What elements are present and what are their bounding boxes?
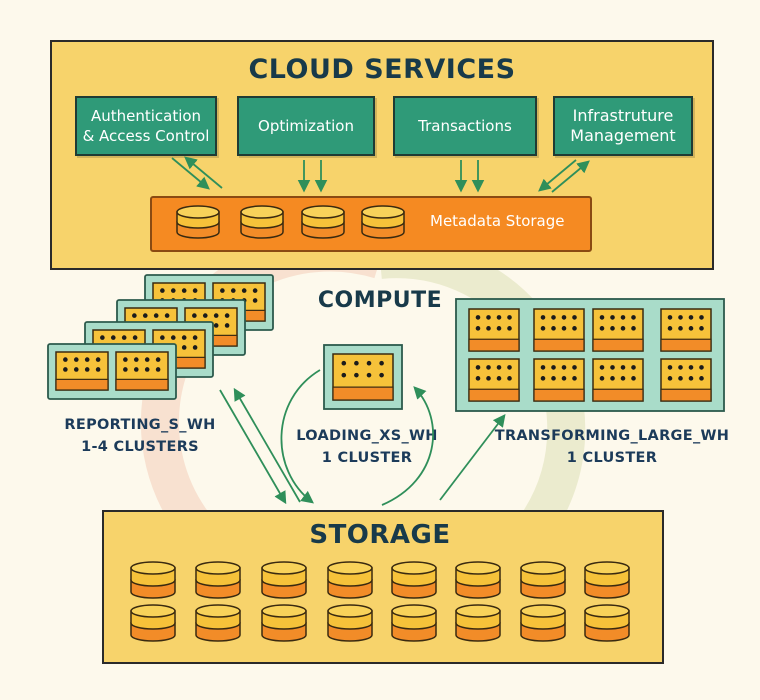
warehouse-name: TRANSFORMING_LARGE_WH bbox=[494, 428, 730, 444]
loading-warehouse-label: LOADING_XS_WH 1 CLUSTER bbox=[272, 425, 462, 469]
metadata-database-icon bbox=[240, 205, 284, 239]
arrow-infra-to-metadata bbox=[538, 159, 577, 192]
compute-node-icon bbox=[332, 353, 394, 401]
storage-database-icon bbox=[391, 561, 437, 599]
service-label-line2: & Access Control bbox=[82, 127, 210, 145]
warehouse-clusters: 1 CLUSTER bbox=[566, 450, 658, 466]
storage-database-icon bbox=[584, 604, 630, 642]
storage-database-icon bbox=[584, 561, 630, 599]
storage-database-icon bbox=[327, 561, 373, 599]
warehouse-clusters: 1 CLUSTER bbox=[321, 450, 413, 466]
compute-node-icon bbox=[115, 351, 169, 391]
metadata-database-icon bbox=[361, 205, 405, 239]
cloud-services-title: CLOUD SERVICES bbox=[248, 54, 516, 85]
arrow-storage-to-transforming bbox=[439, 413, 506, 501]
warehouse-name: LOADING_XS_WH bbox=[296, 428, 438, 444]
storage-database-icon bbox=[261, 561, 307, 599]
compute-node-icon bbox=[55, 351, 109, 391]
service-transactions: Transactions bbox=[393, 96, 537, 156]
storage-title: STORAGE bbox=[309, 520, 451, 550]
storage-database-icon bbox=[195, 561, 241, 599]
arrow-reporting-to-storage bbox=[219, 389, 287, 505]
metadata-database-icon bbox=[301, 205, 345, 239]
storage-database-icon bbox=[455, 604, 501, 642]
arrow-metadata-to-auth bbox=[184, 156, 223, 189]
storage-database-icon bbox=[327, 604, 373, 642]
reporting-warehouse-label: REPORTING_S_WH 1-4 CLUSTERS bbox=[40, 414, 240, 458]
storage-database-icon bbox=[261, 604, 307, 642]
storage-database-icon bbox=[195, 604, 241, 642]
warehouse-clusters: 1-4 CLUSTERS bbox=[81, 439, 199, 455]
metadata-database-icon bbox=[176, 205, 220, 239]
compute-node-icon bbox=[468, 308, 520, 352]
compute-node-icon bbox=[592, 358, 644, 402]
storage-database-icon bbox=[130, 604, 176, 642]
storage-database-icon bbox=[520, 604, 566, 642]
compute-node-icon bbox=[533, 358, 585, 402]
transforming-warehouse-label: TRANSFORMING_LARGE_WH 1 CLUSTER bbox=[478, 425, 746, 469]
service-label-line1: Optimization bbox=[258, 117, 354, 135]
compute-title: COMPUTE bbox=[317, 288, 443, 313]
arrow-storage-to-loading bbox=[381, 386, 434, 506]
compute-node-icon bbox=[660, 358, 712, 402]
compute-node-icon bbox=[592, 308, 644, 352]
service-optimization: Optimization bbox=[237, 96, 375, 156]
service-label-line1: Transactions bbox=[418, 117, 512, 135]
storage-database-icon bbox=[455, 561, 501, 599]
compute-node-icon bbox=[660, 308, 712, 352]
storage-database-icon bbox=[391, 604, 437, 642]
service-label-line1: Authentication bbox=[90, 107, 202, 125]
compute-node-icon bbox=[533, 308, 585, 352]
warehouse-name: REPORTING_S_WH bbox=[64, 417, 216, 433]
compute-node-icon bbox=[468, 358, 520, 402]
arrow-storage-to-reporting bbox=[233, 387, 301, 503]
storage-database-icon bbox=[520, 561, 566, 599]
arrow-metadata-to-infra bbox=[551, 160, 590, 193]
storage-database-icon bbox=[130, 561, 176, 599]
service-authentication: Authentication & Access Control bbox=[75, 96, 217, 156]
metadata-storage-label: Metadata Storage bbox=[430, 212, 565, 230]
arrow-loading-to-storage bbox=[280, 369, 321, 504]
arrow-auth-to-metadata bbox=[171, 157, 210, 190]
service-label-line1: Infrastruture bbox=[572, 106, 674, 125]
service-label-line2: Management bbox=[570, 126, 676, 145]
